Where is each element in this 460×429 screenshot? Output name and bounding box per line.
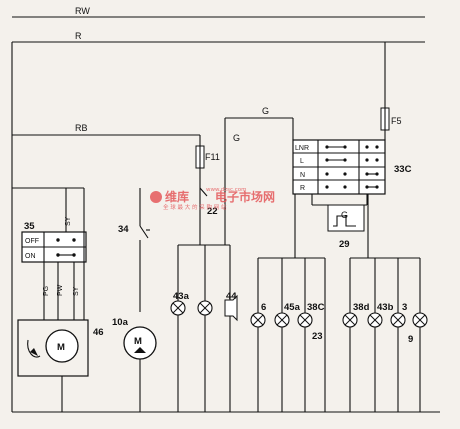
motor-10a-m: M bbox=[134, 336, 142, 347]
relay-29 bbox=[327, 204, 365, 232]
motor-10a bbox=[123, 326, 157, 412]
switch-35-on: ON bbox=[25, 253, 36, 260]
bus-lines bbox=[11, 16, 425, 412]
lamp-6 bbox=[250, 312, 266, 328]
lamp-38d bbox=[342, 312, 358, 328]
switch-34-label: 34 bbox=[118, 224, 129, 235]
lamp-6-label: 6 bbox=[261, 302, 266, 313]
watermark-brand: 维库 bbox=[165, 189, 189, 204]
lamp-44-label: 44 bbox=[226, 291, 237, 302]
motor-46-sy: SY bbox=[73, 286, 80, 296]
switch-33c-label: 33C bbox=[394, 164, 412, 175]
switch-33c-row-4: R bbox=[300, 185, 305, 192]
rw-label: RW bbox=[75, 6, 90, 16]
watermark-site: 电子市场网 bbox=[215, 189, 275, 204]
switch-34 bbox=[139, 188, 150, 312]
lamp-45a-label: 45a bbox=[284, 302, 301, 313]
lamp-3 bbox=[390, 312, 406, 328]
lamp-feed-wires bbox=[257, 258, 421, 412]
watermark-logo-icon bbox=[150, 191, 162, 203]
rb-label: RB bbox=[75, 123, 88, 133]
motor-10a-label: 10a bbox=[112, 317, 129, 328]
lamp-9-label: 9 bbox=[408, 334, 413, 345]
motor-46 bbox=[17, 319, 89, 412]
fuse-f11 bbox=[195, 135, 205, 188]
fuse-f5-label: F5 bbox=[391, 116, 402, 126]
lamp-43a-label: 43a bbox=[173, 291, 190, 302]
lamp-43b bbox=[367, 312, 383, 328]
motor-46-wires bbox=[43, 232, 85, 320]
lamp-43b-label: 43b bbox=[377, 302, 394, 313]
g-wire-label-2: G bbox=[262, 106, 269, 116]
relay-29-coil-label: G bbox=[341, 210, 348, 220]
lamp-3-label: 3 bbox=[402, 302, 407, 313]
g-wire-label-1: G bbox=[233, 133, 240, 143]
switch-33c bbox=[292, 139, 386, 195]
motor-46-pw: PW bbox=[57, 284, 64, 296]
switch-33c-row-3: N bbox=[300, 172, 305, 179]
lamp-45a bbox=[274, 312, 290, 328]
lamp-9 bbox=[412, 312, 428, 328]
r-label: R bbox=[75, 31, 82, 41]
lamp-43a bbox=[170, 300, 186, 316]
lamp-38c-label: 38C bbox=[307, 302, 325, 313]
fuse-f5 bbox=[380, 107, 390, 140]
lamp-38c bbox=[297, 312, 313, 328]
horn-44 bbox=[224, 294, 238, 322]
lamp-38d-label: 38d bbox=[353, 302, 370, 313]
switch-35-label: 35 bbox=[24, 221, 35, 232]
switch-33c-row-1: LNR bbox=[295, 145, 309, 152]
watermark-slogan: 全 球 最 大 的 采 购 网 站 bbox=[163, 203, 227, 211]
switch-35-off: OFF bbox=[25, 238, 39, 245]
motor-46-pg: PG bbox=[43, 286, 50, 296]
lamp-23-label: 23 bbox=[312, 331, 323, 342]
relay-29-label: 29 bbox=[339, 239, 350, 250]
fuse-f11-label: F11 bbox=[205, 152, 220, 162]
watermark-url: www.dzsc.com bbox=[206, 187, 247, 193]
switch-35-sy: SY bbox=[65, 216, 72, 226]
motor-46-m: M bbox=[57, 342, 65, 353]
switch-35 bbox=[12, 187, 87, 263]
switch-33c-row-2: L bbox=[300, 158, 304, 165]
watermark: 维库 电子市场网 www.dzsc.com 全 球 最 大 的 采 购 网 站 bbox=[150, 187, 275, 211]
node-22-label: 22 bbox=[207, 206, 218, 217]
motor-46-label: 46 bbox=[93, 327, 104, 338]
lamp-44 bbox=[197, 300, 213, 316]
